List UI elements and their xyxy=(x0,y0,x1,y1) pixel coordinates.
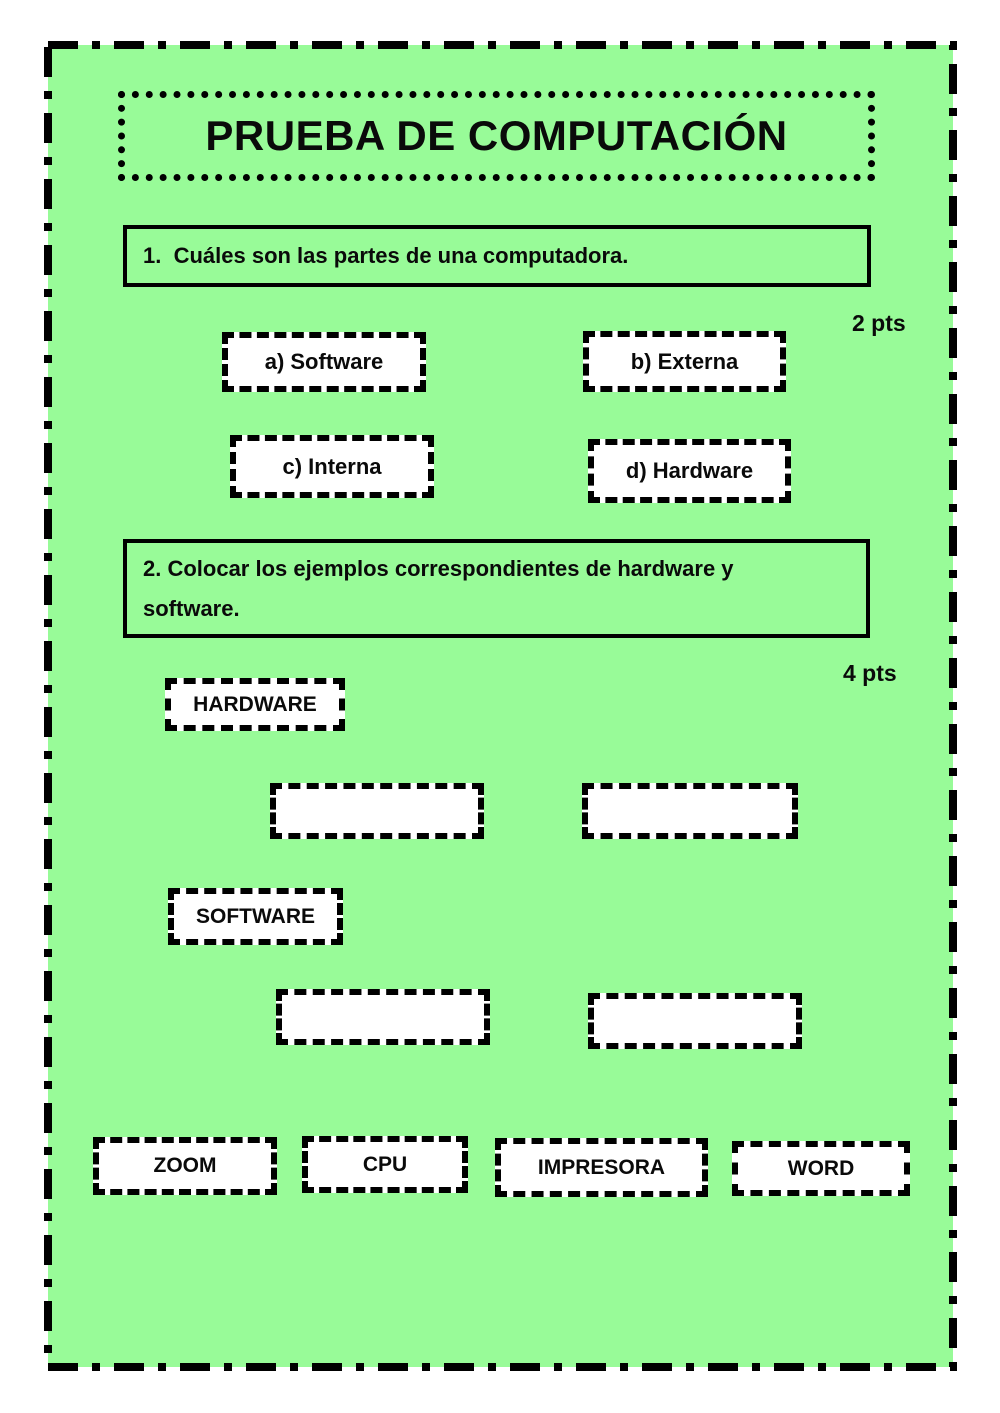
question2-box: 2. Colocar los ejemplos correspondientes… xyxy=(123,539,870,638)
word-zoom-label: ZOOM xyxy=(153,1154,217,1177)
answer-blank-software-2[interactable] xyxy=(588,993,802,1049)
answer-blank-hardware-1[interactable] xyxy=(270,783,484,839)
page-title: PRUEBA DE COMPUTACIÓN xyxy=(205,112,788,159)
answer-blank-hardware-2[interactable] xyxy=(582,783,798,839)
question1-text: 1. Cuáles son las partes de una computad… xyxy=(143,243,629,268)
option-d-hardware[interactable]: d) Hardware xyxy=(588,439,791,503)
answer-blank-software-1[interactable] xyxy=(276,989,490,1045)
word-bank-item-cpu[interactable]: CPU xyxy=(302,1136,468,1193)
category-label-software: SOFTWARE xyxy=(168,888,343,945)
word-impresora-label: IMPRESORA xyxy=(537,1155,666,1179)
category-label-hardware: HARDWARE xyxy=(165,678,345,731)
word-word-label: WORD xyxy=(787,1156,855,1180)
option-c-interna[interactable]: c) Interna xyxy=(230,435,434,498)
option-c-label: c) Interna xyxy=(282,453,382,479)
hardware-label-text: HARDWARE xyxy=(193,692,317,716)
option-b-externa[interactable]: b) Externa xyxy=(583,331,786,392)
word-bank-item-word[interactable]: WORD xyxy=(732,1141,910,1196)
option-d-label: d) Hardware xyxy=(625,458,754,483)
word-bank-item-impresora[interactable]: IMPRESORA xyxy=(495,1138,708,1197)
option-b-label: b) Externa xyxy=(630,348,739,374)
option-a-software[interactable]: a) Software xyxy=(222,332,426,392)
software-label-text: SOFTWARE xyxy=(196,904,315,928)
option-a-label: a) Software xyxy=(264,349,384,374)
word-cpu-label: CPU xyxy=(362,1152,408,1176)
title-box: PRUEBA DE COMPUTACIÓN xyxy=(118,91,875,181)
word-bank-item-zoom[interactable]: ZOOM xyxy=(93,1137,277,1195)
question1-box: 1. Cuáles son las partes de una computad… xyxy=(123,225,871,287)
question2-text: 2. Colocar los ejemplos correspondientes… xyxy=(143,556,734,621)
question1-points: 2 pts xyxy=(852,310,906,336)
question2-points: 4 pts xyxy=(843,660,897,686)
